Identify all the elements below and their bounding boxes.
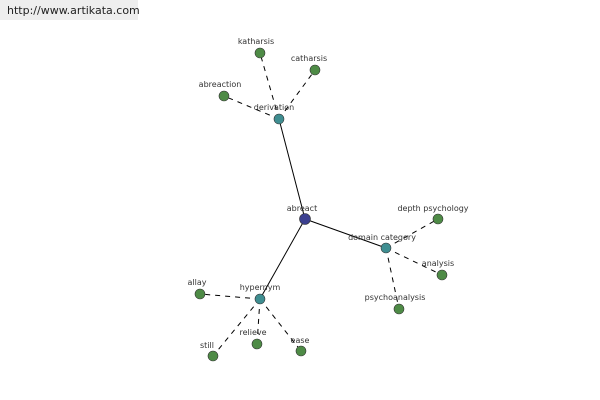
node-ease[interactable]: ease [291, 336, 310, 357]
leaf-node-circle[interactable] [432, 213, 444, 225]
leaf-node-circle[interactable] [295, 345, 307, 357]
category-node-circle[interactable] [254, 293, 266, 305]
edge-hypernym-ease [259, 298, 302, 352]
edge-abreact-derivation [278, 118, 306, 220]
leaf-node-label[interactable]: relieve [239, 328, 266, 337]
leaf-node-label[interactable]: psychoanalysis [365, 293, 426, 302]
leaf-node-circle[interactable] [218, 90, 230, 102]
center-node-circle[interactable] [299, 213, 311, 225]
category-node-circle[interactable] [380, 242, 392, 254]
node-still[interactable]: still [200, 341, 219, 362]
node-catharsis[interactable]: catharsis [291, 54, 327, 76]
leaf-node-circle[interactable] [194, 288, 206, 300]
source-link[interactable]: http://www.artikata.com [7, 4, 140, 17]
node-hypernym[interactable]: hypernym [240, 283, 281, 305]
edge-domain-category-analysis [385, 247, 443, 276]
edge-hypernym-relieve [256, 298, 261, 345]
node-katharsis[interactable]: katharsis [238, 37, 274, 59]
leaf-node-circle[interactable] [207, 350, 219, 362]
category-node-label[interactable]: domain category [348, 233, 416, 242]
node-analysis[interactable]: analysis [422, 259, 454, 281]
center-node-label[interactable]: abreact [287, 204, 317, 213]
edge-derivation-catharsis [278, 69, 316, 120]
leaf-node-label[interactable]: katharsis [238, 37, 274, 46]
edge-abreact-hypernym [259, 218, 306, 300]
leaf-node-circle[interactable] [436, 269, 448, 281]
source-bar: http://www.artikata.com [0, 0, 140, 20]
edge-hypernym-allay [199, 293, 261, 300]
leaf-node-label[interactable]: still [200, 341, 214, 350]
leaf-node-label[interactable]: abreaction [199, 80, 242, 89]
node-abreact[interactable]: abreact [287, 204, 317, 225]
leaf-node-label[interactable]: analysis [422, 259, 454, 268]
leaf-node-label[interactable]: ease [291, 336, 310, 345]
leaf-node-circle[interactable] [393, 303, 405, 315]
leaf-node-label[interactable]: depth psychology [397, 204, 468, 213]
leaf-node-circle[interactable] [254, 47, 266, 59]
leaf-node-circle[interactable] [309, 64, 321, 76]
node-derivation[interactable]: derivation [254, 103, 294, 125]
edge-derivation-katharsis [259, 52, 280, 120]
node-domain-category[interactable]: domain category [348, 233, 416, 254]
edge-domain-category-psychoanalysis [385, 247, 400, 310]
node-allay[interactable]: allay [188, 278, 207, 300]
category-node-circle[interactable] [273, 113, 285, 125]
leaf-node-label[interactable]: catharsis [291, 54, 327, 63]
leaf-node-circle[interactable] [251, 338, 263, 350]
category-node-label[interactable]: hypernym [240, 283, 281, 292]
node-psychoanalysis[interactable]: psychoanalysis [365, 293, 426, 315]
nodes: katharsis catharsis abreaction depth psycho… [188, 37, 469, 362]
leaf-node-label[interactable]: allay [188, 278, 207, 287]
node-depth-psychology[interactable]: depth psychology [397, 204, 469, 225]
category-node-label[interactable]: derivation [254, 103, 294, 112]
edge-abreact-domain-category [304, 218, 387, 249]
edge-hypernym-still [212, 298, 261, 357]
edges [199, 52, 443, 357]
node-relieve[interactable]: relieve [239, 328, 267, 350]
node-abreaction[interactable]: abreaction [199, 80, 242, 102]
